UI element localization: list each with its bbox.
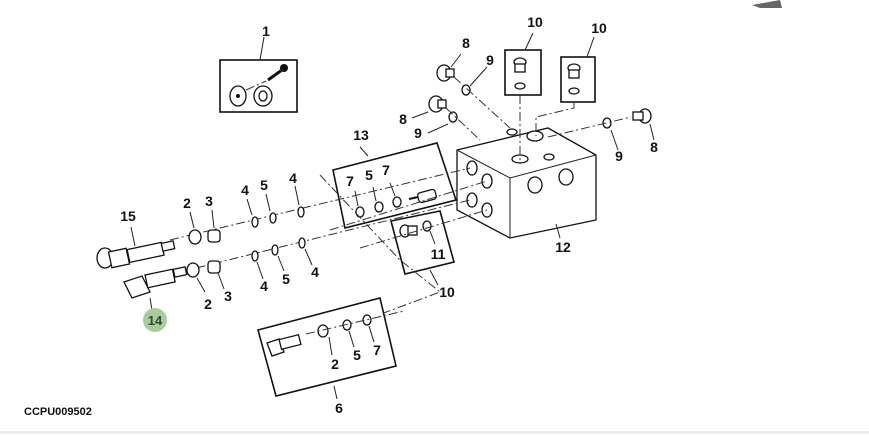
callout-3a[interactable]: 3	[205, 193, 213, 209]
callout-14[interactable]: 14	[148, 313, 163, 328]
callout-7c[interactable]: 7	[373, 342, 381, 358]
callout-4a[interactable]: 4	[241, 182, 249, 198]
kit-10-box-c[interactable]	[390, 210, 455, 286]
kit-1-box[interactable]	[219, 36, 298, 113]
callout-9c[interactable]: 9	[615, 148, 623, 164]
plug-8-top[interactable]	[436, 53, 511, 129]
valve-15[interactable]	[96, 226, 176, 269]
callout-5a[interactable]: 5	[365, 167, 373, 183]
kit-13-box[interactable]	[332, 142, 458, 229]
callout-11[interactable]: 11	[431, 246, 446, 262]
callout-10a[interactable]: 10	[527, 14, 543, 30]
plug-8-middle[interactable]	[411, 95, 481, 141]
callout-6[interactable]: 6	[335, 400, 343, 416]
bottom-divider	[0, 431, 869, 434]
figure-reference-code: CCPU009502	[24, 406, 92, 418]
callout-5d[interactable]: 5	[353, 347, 361, 363]
callout-4b[interactable]: 4	[289, 170, 297, 186]
callout-5b[interactable]: 5	[260, 177, 268, 193]
valve-14[interactable]	[123, 266, 188, 311]
callout-2c[interactable]: 2	[331, 356, 339, 372]
highlight-badge-14[interactable]	[143, 308, 167, 332]
upper-row-parts[interactable]	[188, 185, 305, 245]
plug-8-right[interactable]	[547, 108, 655, 151]
callout-10b[interactable]: 10	[591, 20, 607, 36]
callout-2b[interactable]: 2	[204, 296, 212, 312]
valve-block-12[interactable]	[456, 127, 597, 239]
callout-7a[interactable]: 7	[346, 173, 354, 189]
kit-10-box-b[interactable]	[535, 36, 596, 136]
callout-4c[interactable]: 4	[260, 278, 268, 294]
corner-arrow-icon[interactable]	[752, 0, 782, 8]
kit-10-box-a[interactable]	[504, 32, 542, 160]
callout-8b[interactable]: 8	[399, 111, 407, 127]
lower-row-parts[interactable]	[186, 237, 313, 293]
callout-13[interactable]: 13	[353, 127, 369, 143]
callout-15[interactable]: 15	[120, 208, 136, 224]
callout-9a[interactable]: 9	[486, 52, 494, 68]
callout-2a[interactable]: 2	[183, 195, 191, 211]
callout-8c[interactable]: 8	[650, 139, 658, 155]
callout-7b[interactable]: 7	[382, 162, 390, 178]
callout-8a[interactable]: 8	[462, 35, 470, 51]
kit-6-box[interactable]	[257, 297, 405, 400]
callout-1[interactable]: 1	[262, 23, 270, 39]
callout-3b[interactable]: 3	[224, 288, 232, 304]
callout-9b[interactable]: 9	[414, 125, 422, 141]
callout-4d[interactable]: 4	[311, 264, 319, 280]
callout-12[interactable]: 12	[555, 239, 571, 255]
callout-10c[interactable]: 10	[439, 284, 455, 300]
callout-5c[interactable]: 5	[282, 271, 290, 287]
